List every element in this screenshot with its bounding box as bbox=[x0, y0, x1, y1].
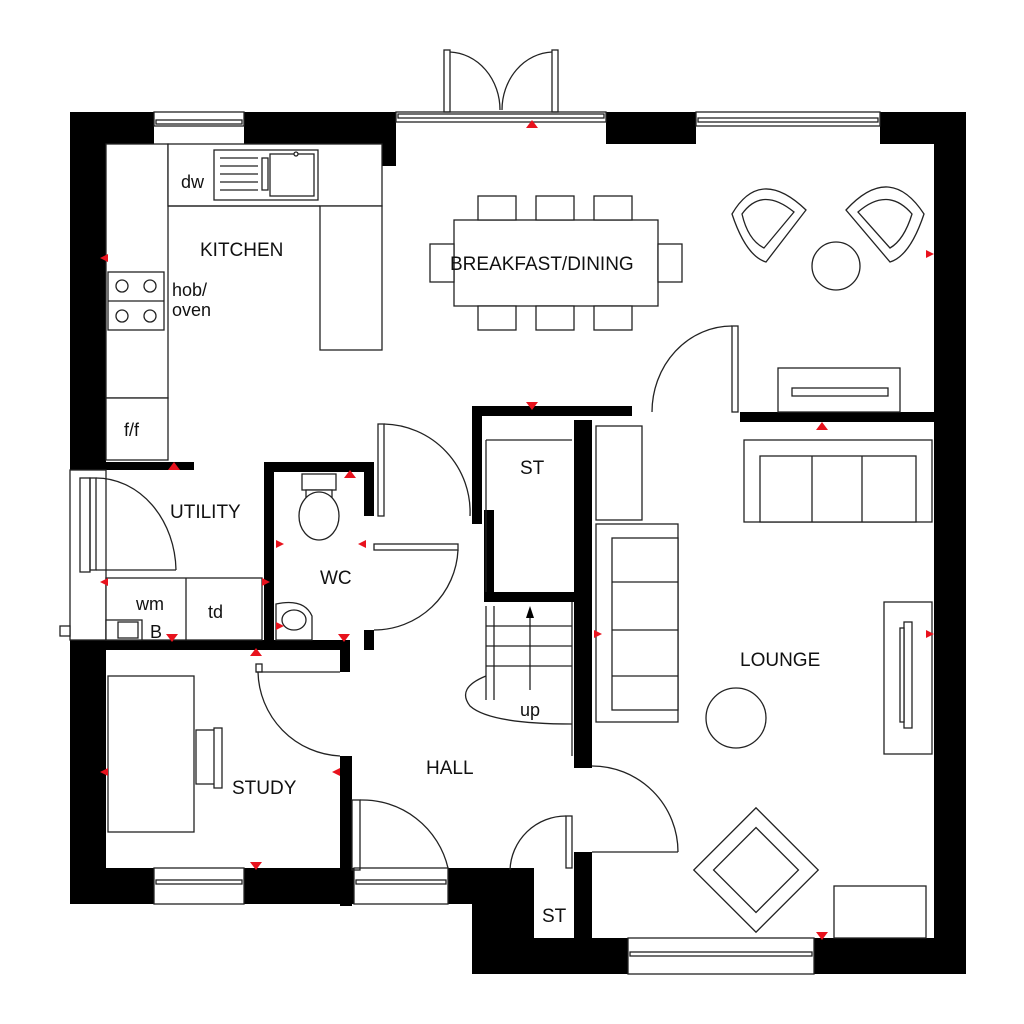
wc-fixtures bbox=[275, 473, 340, 641]
label-stairs-up: up bbox=[520, 700, 540, 720]
label-hall: HALL bbox=[426, 758, 474, 779]
label-hob: hob/ bbox=[172, 280, 207, 300]
label-boiler: B bbox=[150, 622, 162, 642]
label-lounge: LOUNGE bbox=[740, 650, 820, 671]
utility-appliances bbox=[59, 577, 263, 641]
label-fridge-freezer: f/f bbox=[124, 420, 140, 440]
kitchen-units bbox=[105, 143, 383, 461]
lounge-furniture bbox=[595, 367, 933, 939]
label-wc: WC bbox=[320, 568, 352, 589]
staircase bbox=[465, 439, 573, 756]
label-kitchen: KITCHEN bbox=[200, 240, 283, 261]
interior-doors bbox=[89, 325, 739, 871]
label-utility: UTILITY bbox=[170, 502, 241, 523]
label-store-lower: ST bbox=[542, 906, 567, 927]
label-washing-machine: wm bbox=[135, 594, 164, 614]
socket-markers bbox=[100, 120, 934, 940]
dining-armchairs bbox=[731, 186, 925, 291]
study-desk bbox=[107, 675, 223, 833]
label-dishwasher: dw bbox=[181, 172, 205, 192]
label-store-upper: ST bbox=[520, 458, 545, 479]
label-tumble-dryer: td bbox=[208, 602, 223, 622]
exterior-walls bbox=[70, 112, 966, 974]
interior-walls bbox=[106, 406, 934, 906]
label-study: STUDY bbox=[232, 778, 297, 799]
windows bbox=[69, 111, 881, 975]
label-oven: oven bbox=[172, 300, 211, 320]
label-breakfast-dining: BREAKFAST/DINING bbox=[450, 254, 634, 275]
dining-set bbox=[429, 195, 683, 331]
french-doors bbox=[443, 49, 559, 113]
